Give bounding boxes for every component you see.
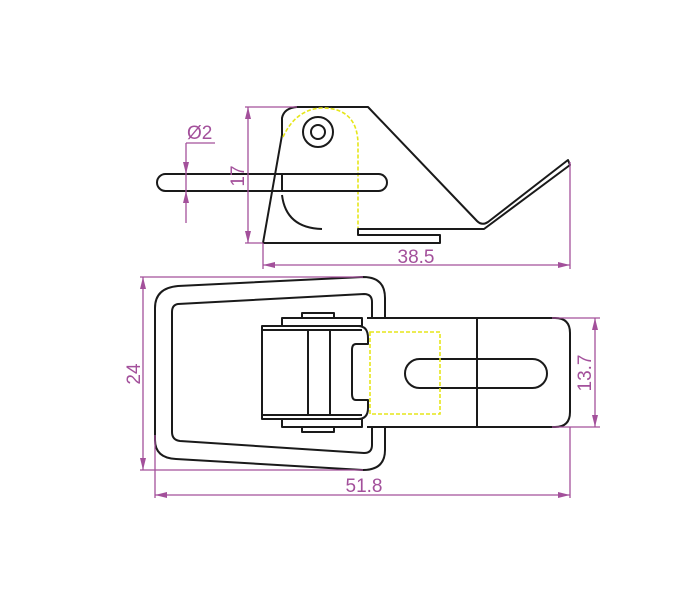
hidden-hook-line — [282, 107, 359, 228]
height-24-label: 24 — [124, 363, 145, 385]
hinge-bottom-flange — [281, 418, 363, 428]
latch-lower-curve — [281, 194, 323, 230]
bail-outer — [154, 276, 386, 471]
side-view — [156, 106, 571, 244]
dim-length-38-5: 38.5 — [262, 162, 571, 269]
rivet-outer — [302, 116, 334, 148]
length-38-5-label: 38.5 — [398, 247, 435, 268]
dim-hasp-13-7: 13.7 — [552, 317, 600, 428]
height-17-label: 17 — [228, 165, 249, 186]
bail-inner — [171, 293, 373, 454]
dim-length-51-8: 51.8 — [154, 427, 571, 498]
dim-height-17: 17 — [228, 106, 297, 244]
length-51-8-label: 51.8 — [346, 476, 383, 497]
rivet-inner — [310, 124, 326, 140]
hasp-plate — [367, 317, 571, 428]
hasp-slot — [404, 358, 548, 389]
hinge-body — [261, 325, 369, 420]
top-view — [154, 276, 571, 471]
hidden-hook-outline — [369, 331, 441, 415]
latch-body-outline — [262, 106, 571, 244]
pin — [156, 173, 388, 192]
hasp-13-7-label: 13.7 — [575, 355, 596, 392]
hinge-top-flange — [281, 317, 363, 327]
pin-diameter-label: Ø2 — [187, 123, 212, 144]
dim-height-24: 24 — [124, 276, 363, 471]
dim-pin-diameter: Ø2 — [183, 123, 215, 223]
